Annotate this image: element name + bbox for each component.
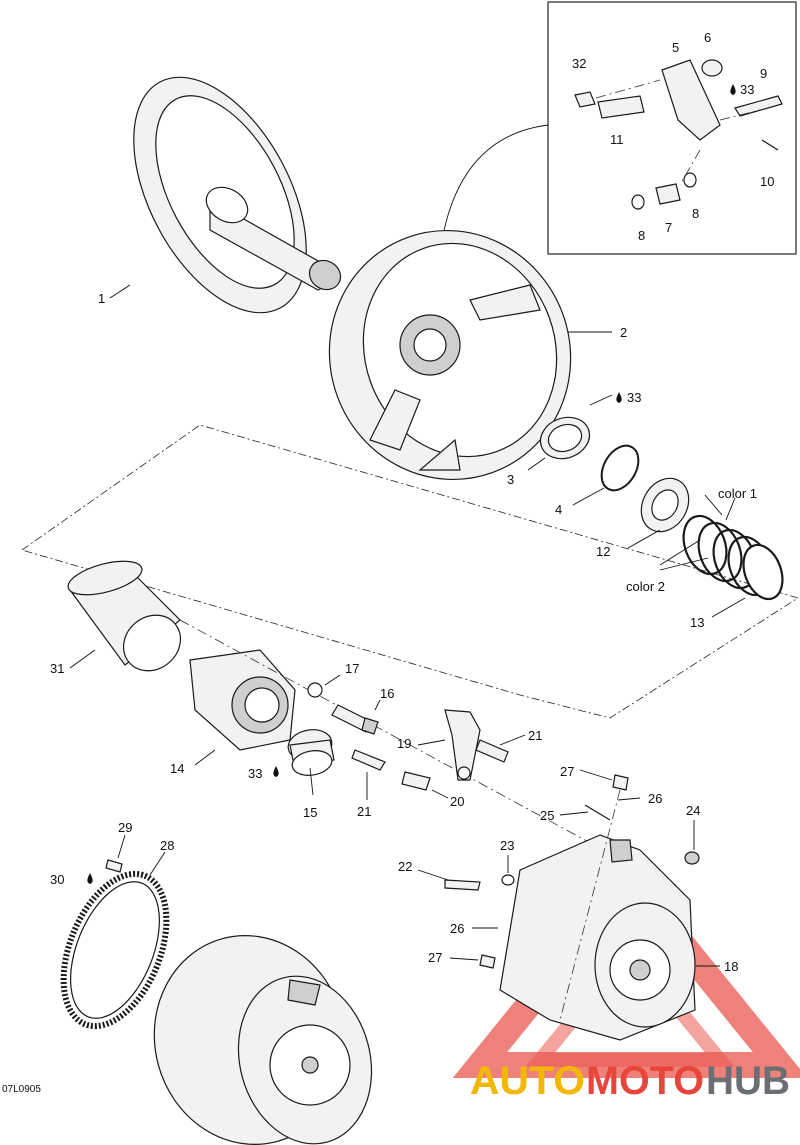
bushing-ring-spring-group <box>527 394 784 618</box>
callout-15: 15 <box>303 805 317 820</box>
parts-28-29-30-ring-gear <box>60 834 170 1030</box>
callout-28: 28 <box>160 838 174 853</box>
oil-drop-icon <box>616 392 622 403</box>
callout-27b: 27 <box>428 950 442 965</box>
spring-label-color-1: color 1 <box>718 486 757 501</box>
subassembly-outline <box>21 424 799 719</box>
callout-30: 30 <box>50 872 64 887</box>
callout-8b: 8 <box>692 206 699 221</box>
part-31-sleeve <box>67 560 182 672</box>
callout-16: 16 <box>380 686 394 701</box>
document-id: 07L0905 <box>2 1084 41 1095</box>
oil-drop-icon <box>273 766 279 777</box>
part-13-spring <box>682 514 784 601</box>
watermark-moto: MOTO <box>586 1059 704 1103</box>
callout-4: 4 <box>555 502 562 517</box>
part-18-governor-cup <box>417 769 720 1041</box>
callout-33b: 33 <box>627 390 641 405</box>
callout-26a: 26 <box>648 791 662 806</box>
part-1-fixed-sheave <box>109 76 342 314</box>
part-2-movable-sheave <box>328 229 612 481</box>
spring-label-color-2: color 2 <box>626 579 665 594</box>
callout-26b: 26 <box>450 921 464 936</box>
callout-9: 9 <box>760 66 767 81</box>
callout-20: 20 <box>450 794 464 809</box>
callout-6: 6 <box>704 30 711 45</box>
callout-22: 22 <box>398 859 412 874</box>
callout-33c: 33 <box>248 766 262 781</box>
callout-32: 32 <box>572 56 586 71</box>
callout-19: 19 <box>397 736 411 751</box>
callout-5: 5 <box>672 40 679 55</box>
watermark-auto: AUTO <box>470 1059 585 1103</box>
watermark-text: AUTO MOTO HUB <box>470 1059 790 1103</box>
callout-8a: 8 <box>638 228 645 243</box>
callout-23: 23 <box>500 838 514 853</box>
callout-3: 3 <box>507 472 514 487</box>
part-14-spider <box>179 619 641 871</box>
callout-11: 11 <box>610 132 624 147</box>
callout-1: 1 <box>98 291 105 306</box>
parts-15-16-17 <box>287 674 381 796</box>
callout-31: 31 <box>50 661 64 676</box>
callout-10: 10 <box>760 174 774 189</box>
inset-parts <box>574 59 783 210</box>
callout-21a: 21 <box>528 728 542 743</box>
oil-drop-icon <box>730 84 736 95</box>
callout-2: 2 <box>620 325 627 340</box>
callout-12: 12 <box>596 544 610 559</box>
callout-17: 17 <box>345 661 359 676</box>
callout-21b: 21 <box>357 804 371 819</box>
oil-drop-icon <box>87 873 93 884</box>
callout-27a: 27 <box>560 764 574 779</box>
detail-inset-box <box>547 1 797 255</box>
callout-14: 14 <box>170 761 184 776</box>
callout-29: 29 <box>118 820 132 835</box>
callout-25: 25 <box>540 808 554 823</box>
callout-33a: 33 <box>740 82 754 97</box>
parts-19-20-21 <box>351 709 526 800</box>
callout-18: 18 <box>724 959 738 974</box>
callout-13: 13 <box>690 615 704 630</box>
assembled-clutch <box>153 935 373 1145</box>
callout-7: 7 <box>665 220 672 235</box>
watermark-hub: HUB <box>706 1059 790 1103</box>
callout-24: 24 <box>686 803 700 818</box>
callout-labels: 1 2 3 4 5 6 7 8 8 9 10 11 12 13 14 15 16… <box>50 30 774 974</box>
